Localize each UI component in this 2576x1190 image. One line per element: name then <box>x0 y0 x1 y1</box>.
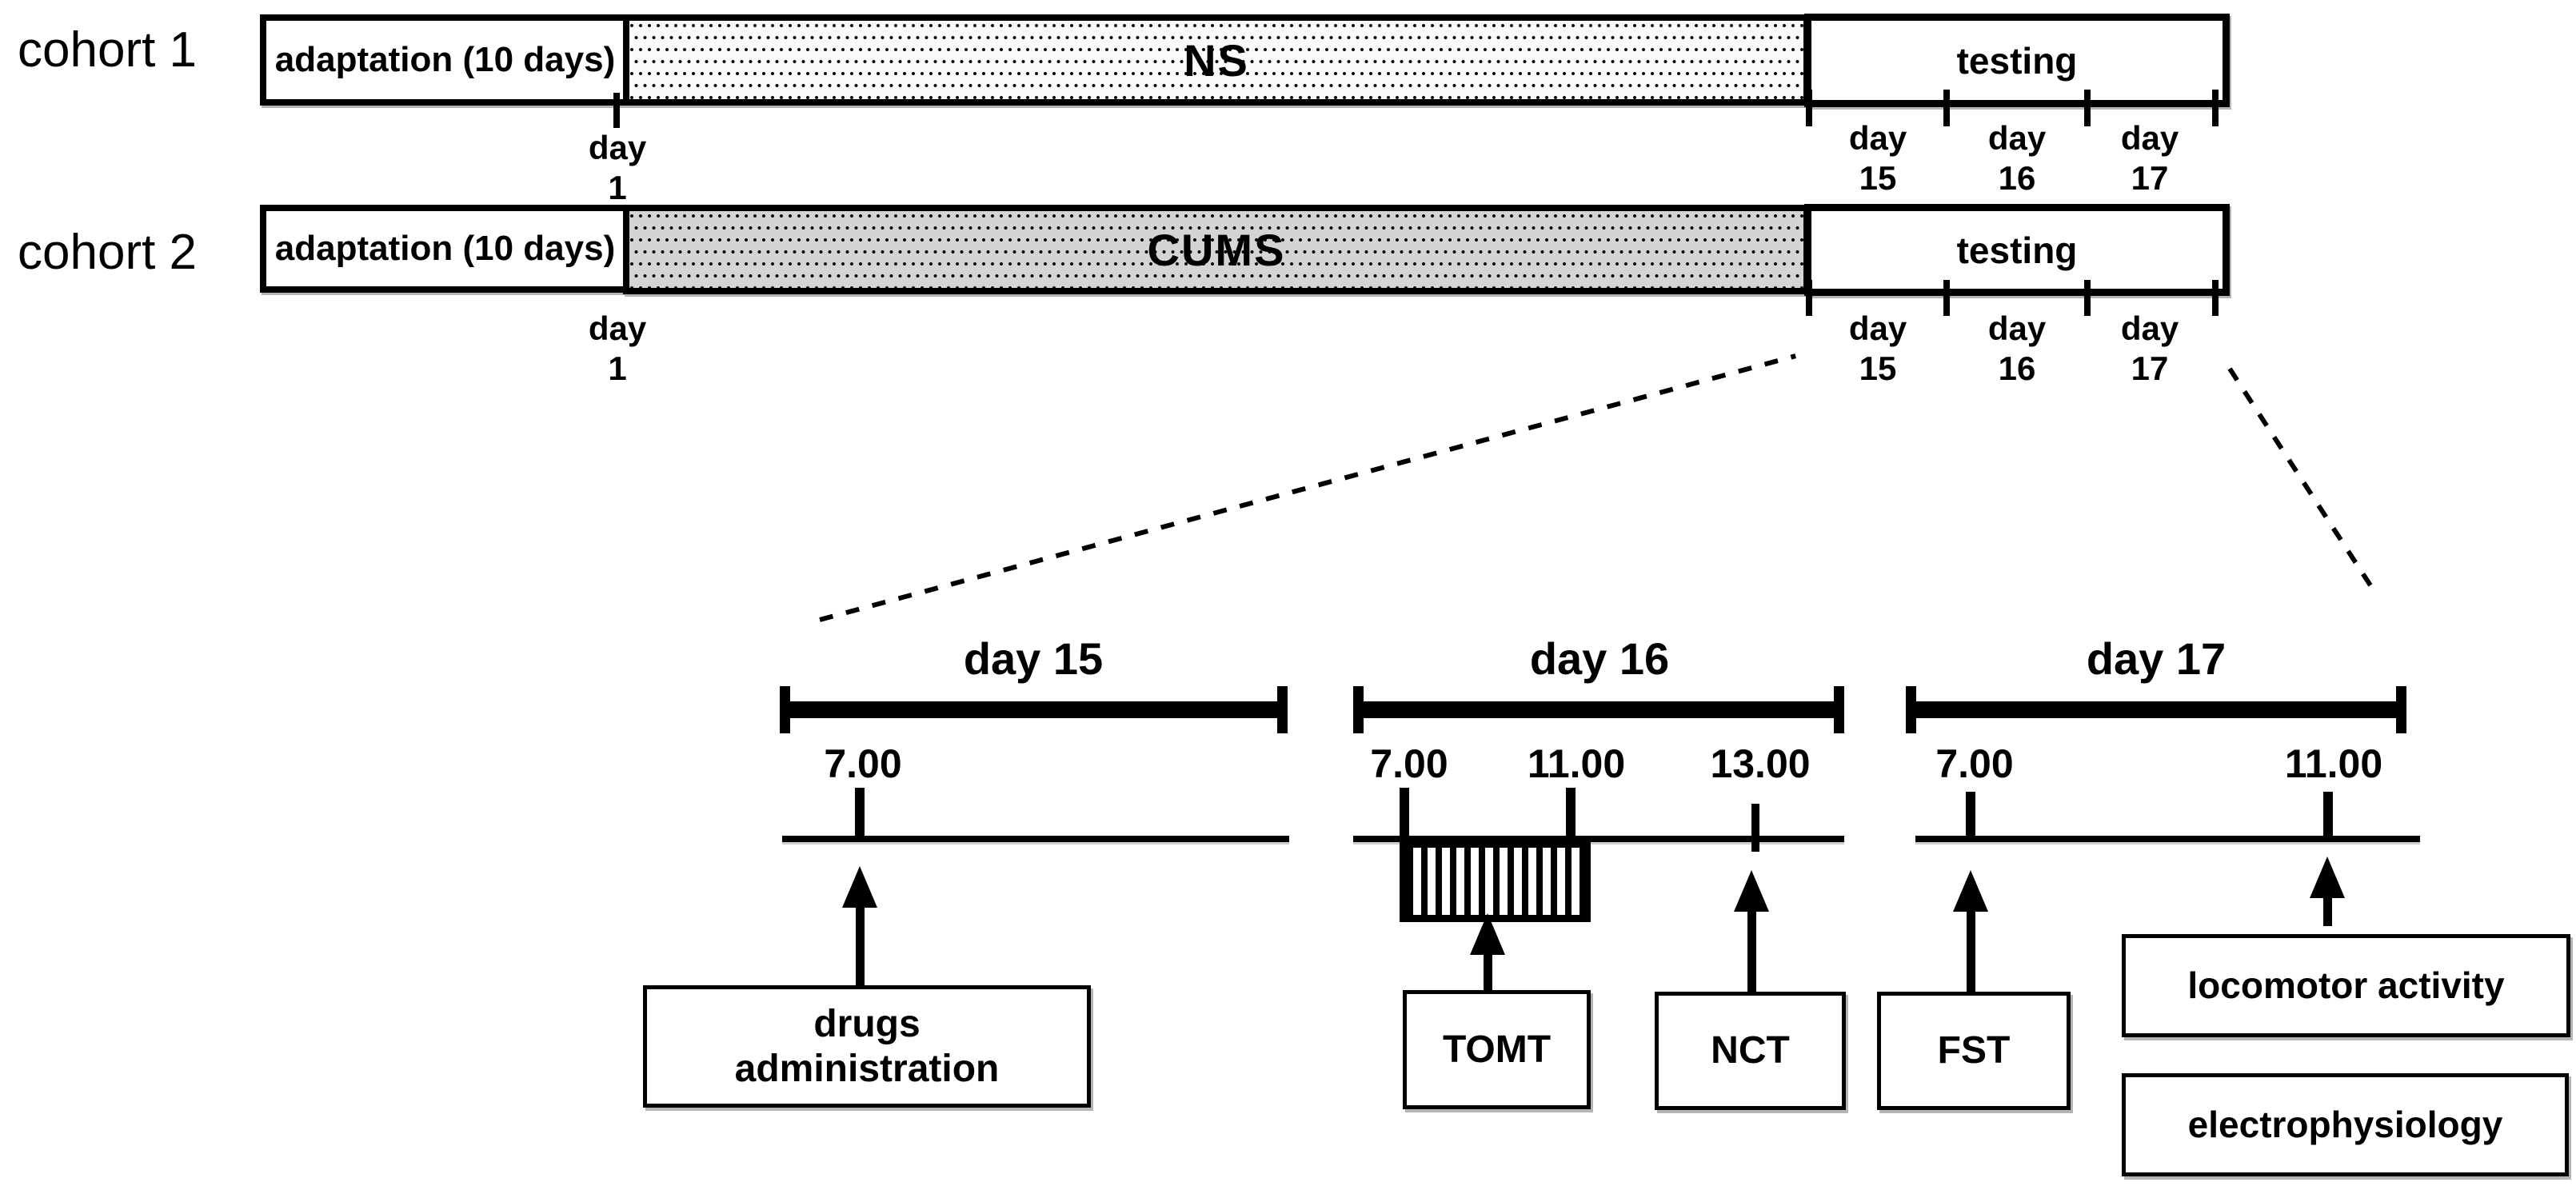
day15-timeline-line <box>782 836 1289 842</box>
cohort2-phase-text: CUMS <box>1147 224 1286 275</box>
detail-day15-title: day 15 <box>963 633 1104 684</box>
day15-drugs-arrow <box>842 866 877 985</box>
cohort1-adaptation-box: adaptation (10 days) <box>260 14 630 106</box>
day16-tick-700 <box>1400 788 1409 837</box>
day16-time-700: 7.00 <box>1370 741 1448 786</box>
day16-nct-arrowhead <box>1734 870 1769 912</box>
detail-day17-title: day 17 <box>2086 633 2227 684</box>
day15-bracket-right-cap <box>1277 686 1288 733</box>
cohort1-phase-text: NS <box>1184 34 1249 86</box>
nct-box: NCT <box>1655 992 1846 1110</box>
day15-drugs-arrowhead <box>842 866 877 908</box>
cohort1-testing-tick-2 <box>1943 90 1950 126</box>
day17-bracket-right-cap <box>2396 686 2406 733</box>
cohort1-day1-label: day 1 <box>553 128 681 209</box>
detail-day17-bracket <box>1906 686 2406 733</box>
day16-tick-1300 <box>1751 804 1759 852</box>
day17-tick-1100 <box>2323 792 2333 845</box>
day16-bracket-right-cap <box>1834 686 1844 733</box>
cohort2-testing-tick-4 <box>2212 280 2219 316</box>
day17-bracket-bar <box>1906 701 2406 718</box>
cohort2-day15-label: day 15 <box>1848 309 1907 388</box>
day17-locomotor-arrow <box>2310 857 2345 926</box>
day16-nct-arrow-shaft <box>1747 912 1756 992</box>
day17-locomotor-arrow-shaft <box>2322 898 2332 926</box>
cohort2-adaptation-text: adaptation (10 days) <box>274 229 616 268</box>
day17-tick-700 <box>1966 792 1975 845</box>
day17-fst-arrow <box>1953 870 1988 992</box>
day17-time-1100: 11.00 <box>2284 741 2383 786</box>
cohort1-day1-word: day <box>588 129 647 166</box>
day17-locomotor-arrowhead <box>2310 857 2345 898</box>
locomotor-activity-text: locomotor activity <box>2187 964 2505 1006</box>
cohort2-day17-label: day 17 <box>2120 309 2179 388</box>
day16-tomt-arrowhead <box>1470 913 1505 955</box>
day15-drugs-arrow-shaft <box>855 908 865 985</box>
locomotor-activity-box: locomotor activity <box>2122 934 2570 1037</box>
day17-time-700: 7.00 <box>1935 741 2014 786</box>
day16-tomt-session-striped-box <box>1400 841 1591 922</box>
day17-fst-arrowhead <box>1953 870 1988 912</box>
cohort-1-label: cohort 1 <box>18 22 198 78</box>
tomt-box: TOMT <box>1403 990 1591 1109</box>
fst-box: FST <box>1877 992 2071 1110</box>
cohort2-testing-text: testing <box>1956 229 2078 271</box>
day16-tick-1100 <box>1566 788 1576 837</box>
zoom-connector-left-dashed-line <box>819 353 1796 622</box>
cohort2-day1-label: day 1 <box>553 309 681 389</box>
day15-time-700: 7.00 <box>824 741 902 786</box>
cohort2-testing-tick-2 <box>1943 280 1950 316</box>
tomt-text: TOMT <box>1442 1028 1552 1071</box>
drugs-administration-box: drugs administration <box>643 985 1091 1108</box>
cohort1-testing-box: testing <box>1804 14 2230 107</box>
detail-day16-bracket <box>1353 686 1844 733</box>
nct-text: NCT <box>1711 1029 1790 1072</box>
cohort1-day17-label: day 17 <box>2120 119 2179 198</box>
cohort1-testing-tick-3 <box>2084 90 2091 126</box>
cohort2-testing-tick-1 <box>1806 280 1812 316</box>
zoom-connector-right-dashed-line <box>2227 367 2379 597</box>
cohort1-testing-text: testing <box>1956 39 2078 82</box>
day17-fst-arrow-shaft <box>1966 912 1975 992</box>
day16-nct-arrow <box>1734 870 1769 992</box>
detail-day16-title: day 16 <box>1529 633 1670 684</box>
cohort1-day1-num: 1 <box>608 169 627 207</box>
cohort2-testing-box: testing <box>1804 204 2230 296</box>
day15-tick-700 <box>855 788 865 837</box>
drugs-administration-text: drugs administration <box>734 1002 1000 1090</box>
day17-timeline-line <box>1915 836 2420 842</box>
cohort2-day1-word: day <box>588 309 647 347</box>
cohort2-day16-label: day 16 <box>1987 309 2047 388</box>
cohort1-ns-bar: NS <box>623 14 1810 106</box>
day16-time-1300: 13.00 <box>1710 741 1811 786</box>
cohort2-testing-tick-3 <box>2084 280 2091 316</box>
cohort1-testing-tick-1 <box>1806 90 1812 126</box>
day16-tomt-arrow <box>1470 913 1505 990</box>
day16-time-1100: 11.00 <box>1527 741 1626 786</box>
cohort2-day1-num: 1 <box>608 349 627 388</box>
cohort1-adaptation-text: adaptation (10 days) <box>274 40 616 79</box>
fst-text: FST <box>1937 1029 2011 1072</box>
cohort2-cums-bar: CUMS <box>623 205 1810 294</box>
electrophysiology-text: electrophysiology <box>2187 1103 2503 1145</box>
cohort2-adaptation-box: adaptation (10 days) <box>260 205 630 293</box>
day16-timeline-line <box>1353 836 1844 842</box>
day16-bracket-bar <box>1353 701 1844 718</box>
day15-bracket-bar <box>780 701 1288 718</box>
detail-day15-bracket <box>780 686 1288 733</box>
cohort-2-label: cohort 2 <box>18 225 198 280</box>
cohort1-testing-tick-4 <box>2212 90 2219 126</box>
cohort1-day1-tick <box>613 93 620 128</box>
cohort1-day15-label: day 15 <box>1848 119 1907 198</box>
electrophysiology-box: electrophysiology <box>2122 1073 2569 1176</box>
day16-tomt-arrow-shaft <box>1483 955 1492 990</box>
cohort1-day16-label: day 16 <box>1987 119 2047 198</box>
